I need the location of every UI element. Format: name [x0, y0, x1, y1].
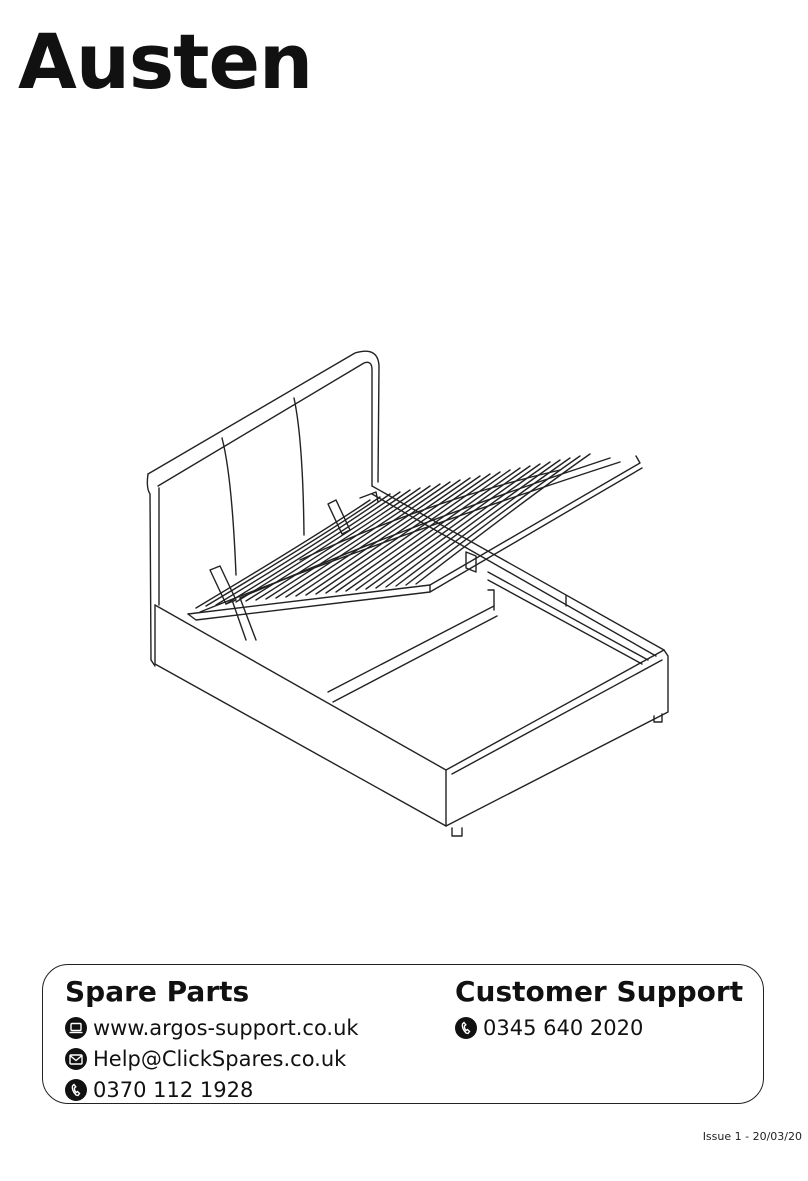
phone-icon — [455, 1017, 477, 1040]
spare-parts-email[interactable]: Help@ClickSpares.co.uk — [65, 1044, 359, 1075]
envelope-icon — [65, 1048, 87, 1071]
customer-support-heading: Customer Support — [455, 975, 744, 1008]
spare-parts-phone[interactable]: 0370 112 1928 — [65, 1075, 359, 1106]
support-info-box: Spare Parts www.argos-support.co.uk Help… — [42, 964, 764, 1104]
customer-support-phone[interactable]: 0345 640 2020 — [455, 1013, 743, 1044]
website-text[interactable]: www.argos-support.co.uk — [93, 1016, 359, 1041]
issue-date: Issue 1 - 20/03/20 — [702, 1130, 802, 1143]
product-title: Austen — [18, 17, 313, 106]
spare-parts-section: Spare Parts www.argos-support.co.uk Help… — [65, 975, 359, 1106]
spare-parts-heading: Spare Parts — [65, 975, 250, 1008]
foot-end — [445, 649, 669, 827]
laptop-icon — [65, 1017, 87, 1040]
side-rail — [154, 604, 463, 837]
spare-parts-website[interactable]: www.argos-support.co.uk — [65, 1013, 359, 1044]
customer-support-section: Customer Support 0345 640 2020 — [455, 975, 743, 1044]
far-rail — [371, 485, 665, 665]
headboard — [146, 350, 380, 667]
email-text[interactable]: Help@ClickSpares.co.uk — [93, 1047, 347, 1072]
centre-support — [327, 589, 567, 703]
spare-parts-phone-text[interactable]: 0370 112 1928 — [93, 1078, 254, 1103]
gas-pistons — [209, 499, 477, 641]
slatted-platform — [187, 453, 643, 621]
phone-icon — [65, 1079, 87, 1102]
customer-support-phone-text[interactable]: 0345 640 2020 — [483, 1016, 644, 1041]
